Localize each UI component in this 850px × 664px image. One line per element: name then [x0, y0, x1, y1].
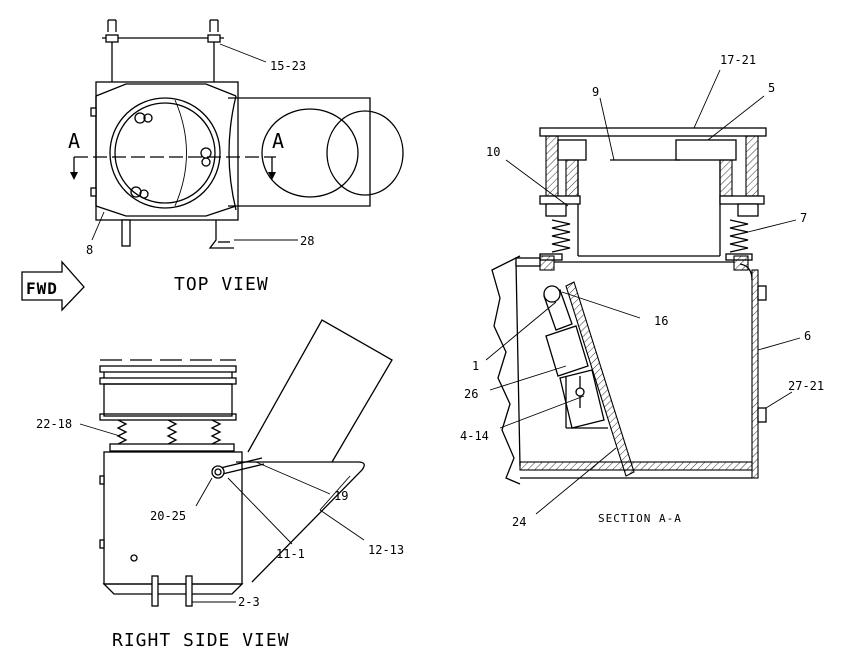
callout-24: 24: [512, 515, 526, 529]
callout-28: 28: [300, 234, 314, 248]
section-view-title: SECTION A-A: [598, 512, 682, 525]
callout-10: 10: [486, 145, 500, 159]
callout-7: 7: [800, 211, 807, 225]
callout-15-23: 15-23: [270, 59, 306, 73]
callout-5: 5: [768, 81, 775, 95]
callout-27-21: 27-21: [788, 379, 824, 393]
right-side-view-title: RIGHT SIDE VIEW: [112, 630, 290, 651]
callout-8: 8: [86, 243, 93, 257]
callout-12-13: 12-13: [368, 543, 404, 557]
callout-2-3: 2-3: [238, 595, 260, 609]
section-view-drawing: [491, 127, 767, 485]
callout-26: 26: [464, 387, 478, 401]
callout-9: 9: [592, 85, 599, 99]
callout-17-21: 17-21: [720, 53, 756, 67]
callout-4-14: 4-14: [460, 429, 489, 443]
callout-1: 1: [472, 359, 479, 373]
callout-20-25: 20-25: [150, 509, 186, 523]
callout-6: 6: [804, 329, 811, 343]
top-view-title: TOP VIEW: [174, 274, 269, 295]
callout-16: 16: [654, 314, 668, 328]
callout-22-18: 22-18: [36, 417, 72, 431]
callout-19: 19: [334, 489, 348, 503]
top-view-drawing: [70, 19, 404, 249]
callout-11-1: 11-1: [276, 547, 305, 561]
section-mark-left: A: [68, 129, 80, 153]
fwd-arrow-icon: [21, 260, 85, 312]
right-side-view-drawing: [99, 319, 393, 607]
leader-lines: [79, 43, 801, 603]
fwd-label: FWD: [26, 279, 58, 298]
section-mark-right: A: [272, 129, 284, 153]
